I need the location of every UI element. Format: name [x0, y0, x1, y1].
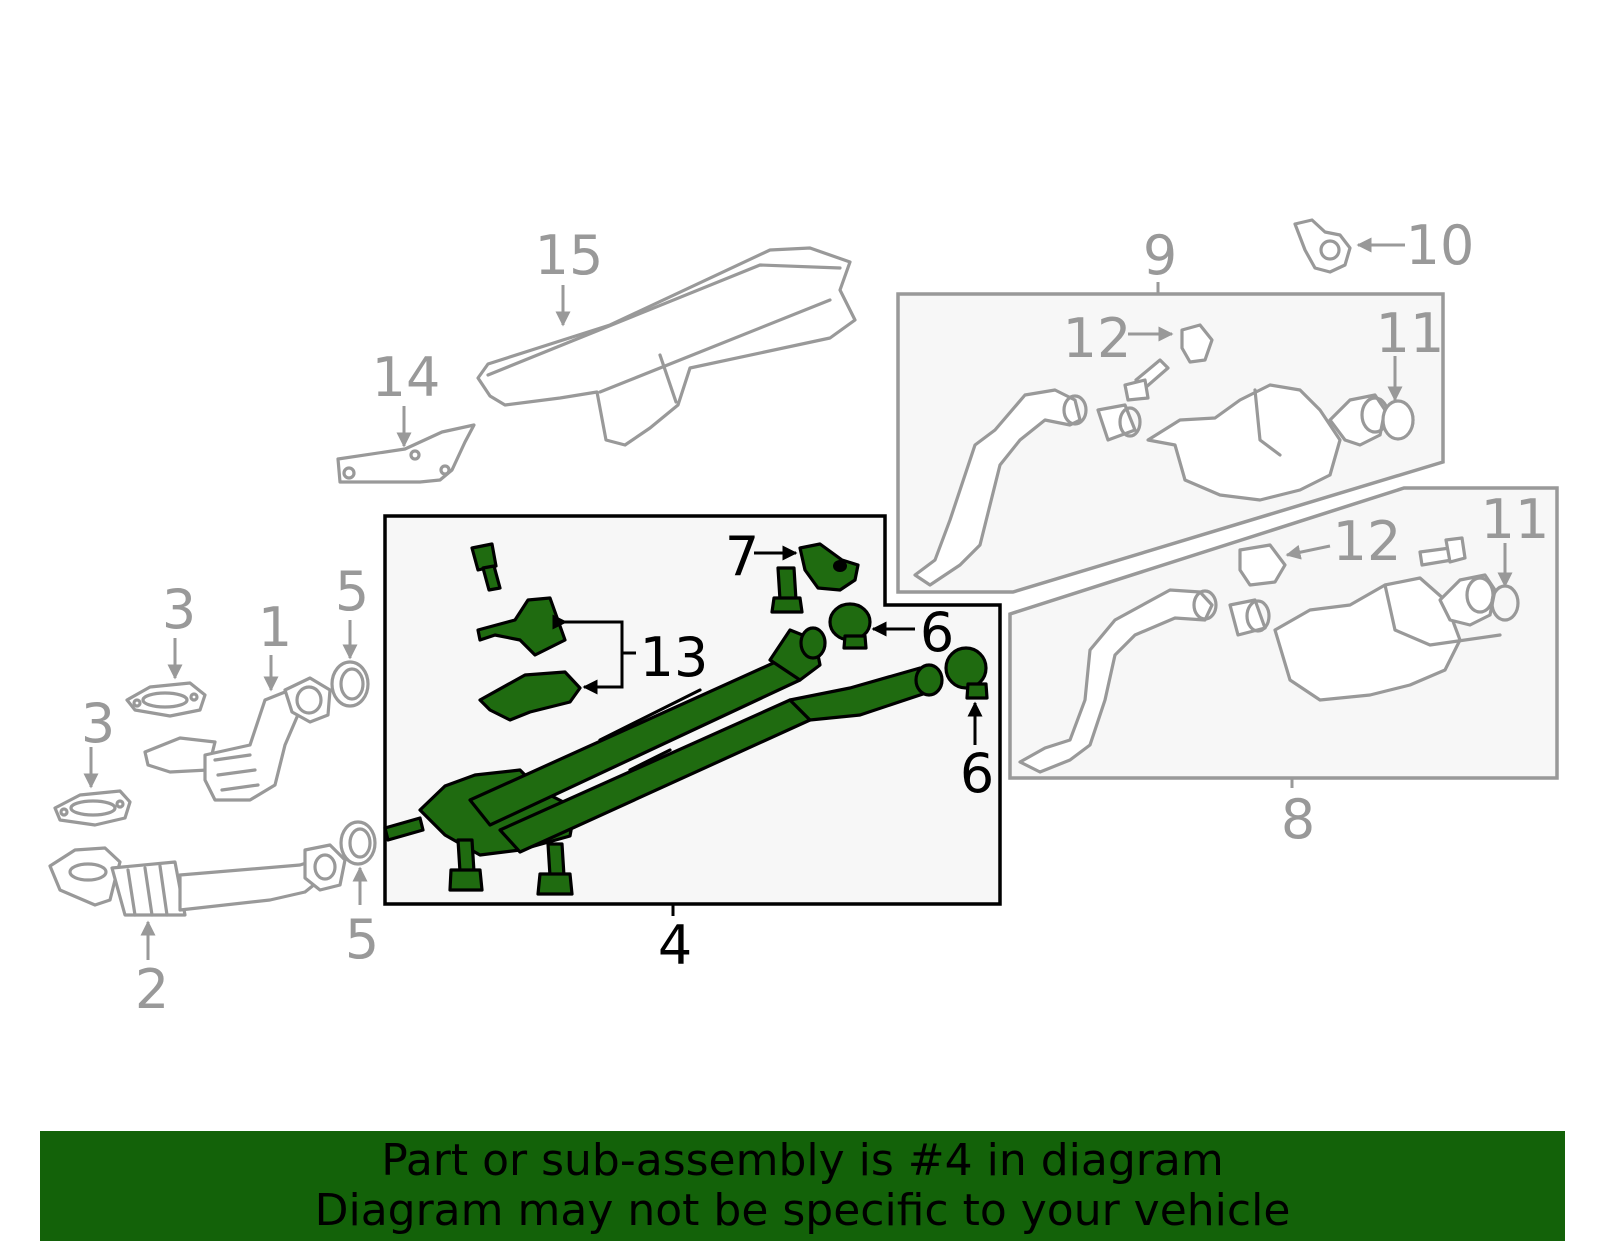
heat-shield-part[interactable] — [476, 246, 857, 447]
muffler-assembly-lower-part[interactable] — [1018, 573, 1520, 774]
clamp-part-upper[interactable] — [828, 602, 872, 650]
callout-labels: 15 14 3 1 5 3 5 2 4 7 13 6 6 9 10 12 11 … — [81, 214, 1550, 1021]
gasket-part-lower[interactable] — [53, 789, 132, 827]
callout-6-lower: 6 — [960, 742, 994, 805]
banner-line-1: Part or sub-assembly is #4 in diagram — [381, 1135, 1224, 1186]
clamp-part-lower[interactable] — [944, 646, 989, 700]
callout-3-lower: 3 — [81, 692, 115, 755]
callout-1: 1 — [258, 596, 292, 659]
bolt-part-lower-right[interactable] — [536, 842, 574, 896]
isolator-part-upper[interactable] — [1180, 323, 1214, 364]
callout-11-lower: 11 — [1481, 488, 1550, 551]
hanger-bracket-upper-part[interactable] — [470, 542, 567, 657]
seal-ring-lower-part[interactable] — [339, 820, 377, 866]
gasket-part-upper[interactable] — [125, 681, 207, 718]
exhaust-y-pipe-part[interactable] — [383, 626, 944, 857]
callout-14: 14 — [372, 346, 441, 409]
hanger-bracket-lower-part[interactable] — [478, 670, 582, 722]
callout-13: 13 — [640, 626, 709, 689]
tailpipe-tip-part-upper[interactable] — [1381, 399, 1415, 441]
leader-lines — [83, 237, 1513, 960]
callout-4: 4 — [658, 914, 692, 977]
callout-11-upper: 11 — [1376, 302, 1445, 365]
callout-6-upper: 6 — [920, 601, 954, 664]
hanger-part[interactable] — [798, 542, 860, 592]
callout-12-upper: 12 — [1063, 307, 1132, 370]
callout-2: 2 — [135, 958, 169, 1021]
bracket-part[interactable] — [336, 423, 476, 484]
callout-7: 7 — [725, 525, 759, 588]
bolt-part-lower-left[interactable] — [448, 838, 484, 892]
bolt-part-gray-lower[interactable] — [1418, 536, 1467, 567]
callout-10: 10 — [1406, 214, 1475, 277]
banner-line-2: Diagram may not be specific to your vehi… — [314, 1185, 1291, 1236]
catalytic-converter-upper-part[interactable] — [143, 676, 332, 802]
callout-8: 8 — [1281, 788, 1315, 851]
callout-9: 9 — [1143, 224, 1177, 287]
callout-3-upper: 3 — [162, 578, 196, 641]
catalytic-converter-lower-part[interactable] — [48, 843, 347, 917]
callout-5-upper: 5 — [335, 560, 369, 623]
bolt-part-upper[interactable] — [770, 566, 804, 614]
callout-5-lower: 5 — [345, 908, 379, 971]
info-banner: Part or sub-assembly is #4 in diagram Di… — [40, 1131, 1565, 1241]
bolt-part-gray-upper[interactable] — [1123, 358, 1170, 402]
isolator-part-10[interactable] — [1293, 218, 1352, 274]
callout-12-lower: 12 — [1333, 510, 1402, 573]
isolator-part-lower[interactable] — [1238, 543, 1287, 587]
seal-ring-upper-part[interactable] — [330, 660, 370, 708]
callout-15: 15 — [535, 224, 604, 287]
